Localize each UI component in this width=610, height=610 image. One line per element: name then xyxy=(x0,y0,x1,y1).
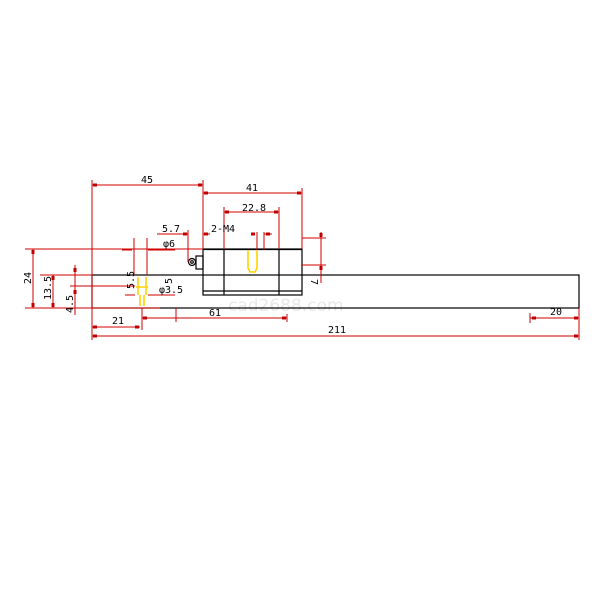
dimension-lines xyxy=(25,180,580,340)
carriage xyxy=(187,248,303,296)
carriage-tapped-hole xyxy=(247,250,258,273)
dim-24: 24 xyxy=(23,272,34,284)
dim-41: 41 xyxy=(246,183,258,194)
dim-21: 21 xyxy=(112,316,124,327)
dim-20: 20 xyxy=(550,307,562,318)
dim-2-m4: 2-M4 xyxy=(211,224,235,235)
dim-4-5: 4.5 xyxy=(65,295,76,313)
dim-13-5: 13.5 xyxy=(43,276,54,300)
grease-nipple-icon xyxy=(187,257,197,267)
dim-211: 211 xyxy=(328,325,346,336)
dim-phi3-5: φ3.5 xyxy=(159,285,183,296)
watermark: cad2688.com xyxy=(228,296,344,316)
dim-61: 61 xyxy=(209,308,221,319)
dim-45: 45 xyxy=(141,175,153,186)
dimension-arrows xyxy=(31,183,578,338)
dim-phi6: φ6 xyxy=(163,239,175,250)
rail-mounting-hole xyxy=(136,277,148,306)
dim-7: 7 xyxy=(308,279,319,285)
dim-5: 5 xyxy=(164,278,175,284)
dim-22-8: 22.8 xyxy=(242,203,266,214)
dim-5-5: 5.5 xyxy=(126,271,137,289)
dim-5-7: 5.7 xyxy=(162,224,180,235)
